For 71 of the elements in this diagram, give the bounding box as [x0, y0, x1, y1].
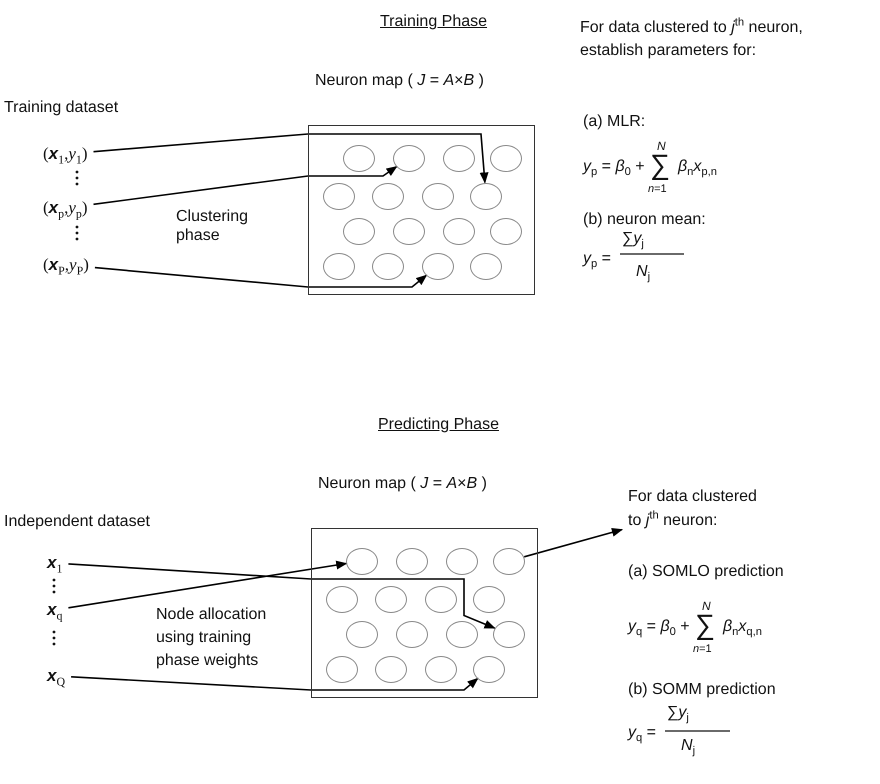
- phase-note: Clustering phase: [176, 207, 250, 246]
- neuron-circle: [422, 252, 454, 280]
- neuron-circle: [490, 144, 522, 172]
- method-label: (b) SOMM prediction: [628, 680, 776, 700]
- formula-text: N$_{j}$: [681, 736, 696, 756]
- neuron-circle: [470, 252, 502, 280]
- neuron-circle: [443, 218, 475, 244]
- arrow: [93, 166, 398, 206]
- neuron-circle: [473, 656, 505, 682]
- dataset-heading: Training dataset: [4, 98, 118, 118]
- neuron-circle: [393, 144, 425, 172]
- formula-text: y$_{q}$ =: [628, 723, 656, 742]
- neuron-circle: [326, 656, 358, 682]
- neuron-circle: [446, 620, 478, 648]
- method-label: (a) SOMLO prediction: [628, 562, 784, 582]
- neuron-circle: [375, 656, 407, 682]
- formula-text: y$_{p}$ =: [583, 249, 612, 268]
- neuron-circle: [422, 182, 454, 210]
- neuron-circle: [490, 218, 522, 244]
- instruction-text: For data clustered to j$^{th}$ neuron, establish parameters for:: [580, 16, 804, 62]
- arrow: [93, 133, 489, 184]
- formula-text: n=1: [693, 643, 712, 656]
- data-sample: (x$_{p}$,y$_{p}$): [43, 198, 88, 218]
- map-title: Neuron map ( J = A×B ): [318, 475, 487, 493]
- formula-text: β$_{n}$x$_{p,n}$: [678, 157, 717, 176]
- formula-text: ∑y$_{j}$: [622, 229, 644, 248]
- neuron-circle: [372, 182, 404, 210]
- neuron-circle: [470, 182, 502, 210]
- formula-text: n=1: [648, 183, 667, 196]
- dataset-heading: Independent dataset: [4, 512, 150, 532]
- neuron-circle: [346, 620, 378, 648]
- neuron-circle: [343, 218, 375, 244]
- cluster-text: For data clustered to j$^{th}$ neuron:: [628, 485, 764, 533]
- neuron-circle: [326, 586, 358, 612]
- arrow: [68, 563, 496, 629]
- neuron-circle: [446, 548, 478, 574]
- arrow: [94, 266, 428, 288]
- data-sample: (x$_{P}$,y$_{P}$): [43, 255, 89, 275]
- neuron-circle: [396, 620, 428, 648]
- formula-text: y$_{q}$ = β$_{0}$ +: [628, 617, 690, 636]
- arrow: [68, 560, 348, 609]
- data-sample: x$_{q}$: [47, 600, 62, 620]
- neuron-circle: [396, 548, 428, 574]
- map-title: Neuron map ( J = A×B ): [315, 72, 484, 90]
- method-label: (b) neuron mean:: [583, 210, 706, 230]
- method-label: (a) MLR:: [583, 112, 646, 132]
- data-sample: x$_{Q}$: [47, 666, 66, 686]
- formula-text: β$_{n}$x$_{q,n}$: [723, 617, 762, 636]
- neuron-circle: [346, 548, 378, 574]
- formula-text: ∑y$_{j}$: [667, 703, 689, 722]
- neuron-circle: [393, 218, 425, 244]
- neuron-circle: [493, 548, 525, 574]
- phase-heading: Predicting Phase: [378, 415, 499, 434]
- neuron-circle: [425, 656, 457, 682]
- neuron-circle: [343, 144, 375, 172]
- phase-note: Node allocation using training phase weights: [156, 605, 268, 672]
- neuron-circle: [473, 586, 505, 612]
- phase-heading: Training Phase: [380, 12, 488, 32]
- neuron-circle: [323, 182, 355, 210]
- neuron-circle: [493, 620, 525, 648]
- neuron-circle: [443, 144, 475, 172]
- arrow: [71, 676, 479, 691]
- neuron-circle: [425, 586, 457, 612]
- formula-text: y$_{p}$ = β$_{0}$ +: [583, 157, 645, 176]
- formula-text: N$_{j}$: [636, 262, 650, 282]
- data-sample: x$_{1}$: [47, 553, 62, 573]
- neuron-circle: [372, 252, 404, 280]
- arrow: [524, 528, 624, 558]
- data-sample: (x$_{1}$,y$_{1}$): [43, 144, 88, 164]
- neuron-circle: [323, 252, 355, 280]
- neuron-circle: [375, 586, 407, 612]
